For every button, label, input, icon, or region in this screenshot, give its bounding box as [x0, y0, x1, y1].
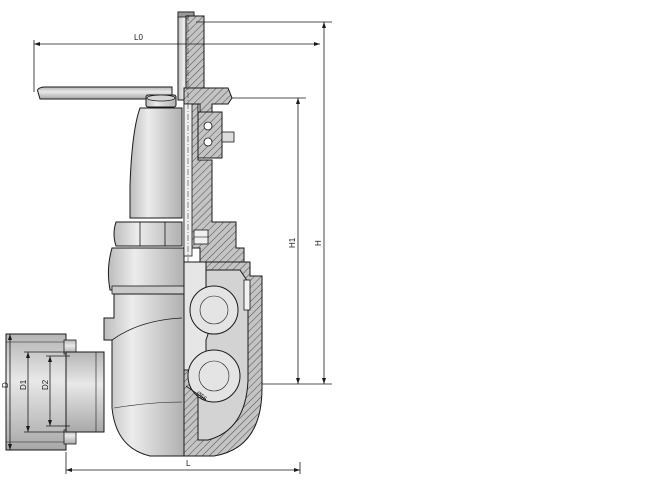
label-d2: D2	[41, 379, 50, 390]
label-d1: D1	[19, 379, 28, 390]
bonnet-exterior	[107, 94, 185, 295]
label-h1: H1	[288, 237, 297, 248]
label-l0: L0	[134, 33, 143, 42]
dimension-lines	[6, 21, 332, 474]
valve-body	[103, 261, 263, 457]
dimension-arrows	[8, 22, 326, 472]
inlet-union	[5, 333, 105, 451]
bonnet-section	[183, 15, 245, 300]
stem-top	[177, 11, 205, 101]
label-d: D	[1, 382, 10, 388]
label-h: H	[314, 240, 323, 246]
label-l: L	[186, 459, 191, 468]
